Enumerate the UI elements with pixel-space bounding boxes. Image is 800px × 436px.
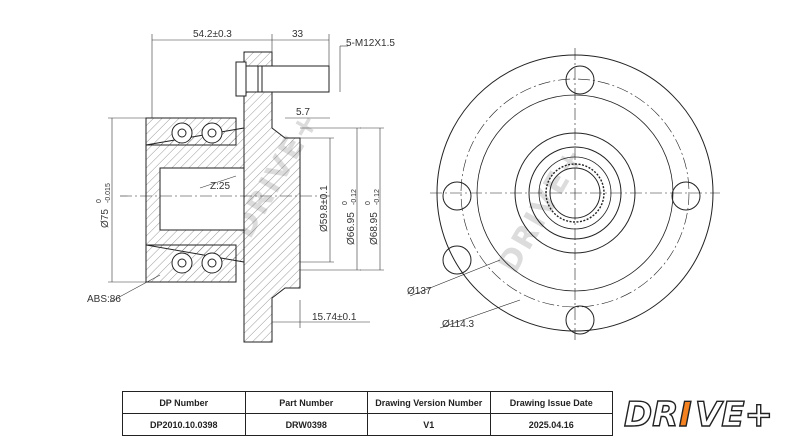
dim-flange-thickness: 15.74±0.1 [312, 312, 357, 323]
dim-spline-teeth: Z:25 [210, 181, 230, 192]
svg-text:0: 0 [96, 199, 103, 203]
dim-flange-outer-dia: Ø137 [407, 286, 432, 297]
title-block: DP Number Part Number Drawing Version Nu… [122, 391, 613, 436]
driveplus-logo: DR I VE+ [623, 394, 773, 432]
header-issue-date: Drawing Issue Date [489, 391, 613, 414]
section-dimension-labels: 54.2±0.3 33 5-M12X1.5 5.7 Z:25 ABS:86 15… [87, 29, 395, 323]
logo-text-dr: DR [624, 395, 678, 432]
svg-text:0: 0 [342, 201, 349, 205]
section-view [120, 51, 330, 343]
logo-text-ve: VE+ [695, 395, 773, 432]
front-view [409, 48, 720, 340]
svg-text:-0.015: -0.015 [105, 183, 112, 203]
dim-dia-68: Ø68.95 [369, 212, 380, 245]
header-drawing-version: Drawing Version Number [367, 391, 491, 414]
logo-text-i: I [679, 395, 692, 432]
dim-abs-ring: ABS:86 [87, 294, 121, 305]
dim-stud-length: 33 [292, 29, 304, 40]
header-dp-number: DP Number [122, 391, 246, 414]
dimension-lines [108, 34, 384, 328]
spline-outer [545, 163, 605, 223]
svg-text:-0.12: -0.12 [351, 189, 358, 205]
svg-text:-0.12: -0.12 [374, 189, 381, 205]
wheel-stud [243, 65, 330, 93]
dim-pcd: Ø114.3 [442, 319, 474, 330]
title-block-header-row: DP Number Part Number Drawing Version Nu… [122, 391, 613, 414]
dim-flange-step: 5.7 [296, 107, 310, 118]
stud-hole [442, 181, 472, 211]
dim-dia-66: Ø66.95 [346, 212, 357, 245]
header-part-number: Part Number [244, 391, 368, 414]
value-part-number: DRW0398 [244, 413, 368, 436]
stud-hole [671, 181, 701, 211]
value-issue-date: 2025.04.16 [489, 413, 613, 436]
title-block-value-row: DP2010.10.0398 DRW0398 V1 2025.04.16 [122, 413, 613, 436]
value-dp-number: DP2010.10.0398 [122, 413, 246, 436]
stud-hole [442, 245, 472, 275]
dim-pilot-dia: Ø59.8±0.1 [319, 185, 330, 232]
value-drawing-version: V1 [367, 413, 491, 436]
dim-stud-thread: 5-M12X1.5 [346, 38, 395, 49]
front-dimension-labels: Ø137 Ø114.3 [407, 286, 474, 330]
stud-hole [565, 65, 595, 95]
svg-text:0: 0 [365, 201, 372, 205]
stud-hole [565, 305, 595, 335]
technical-drawing: DRIVE+ DRIVE+ [87, 29, 720, 343]
flange-section [243, 51, 301, 343]
dim-hub-offset: 54.2±0.3 [193, 29, 232, 40]
dim-bore-outer: Ø75 [100, 209, 111, 228]
